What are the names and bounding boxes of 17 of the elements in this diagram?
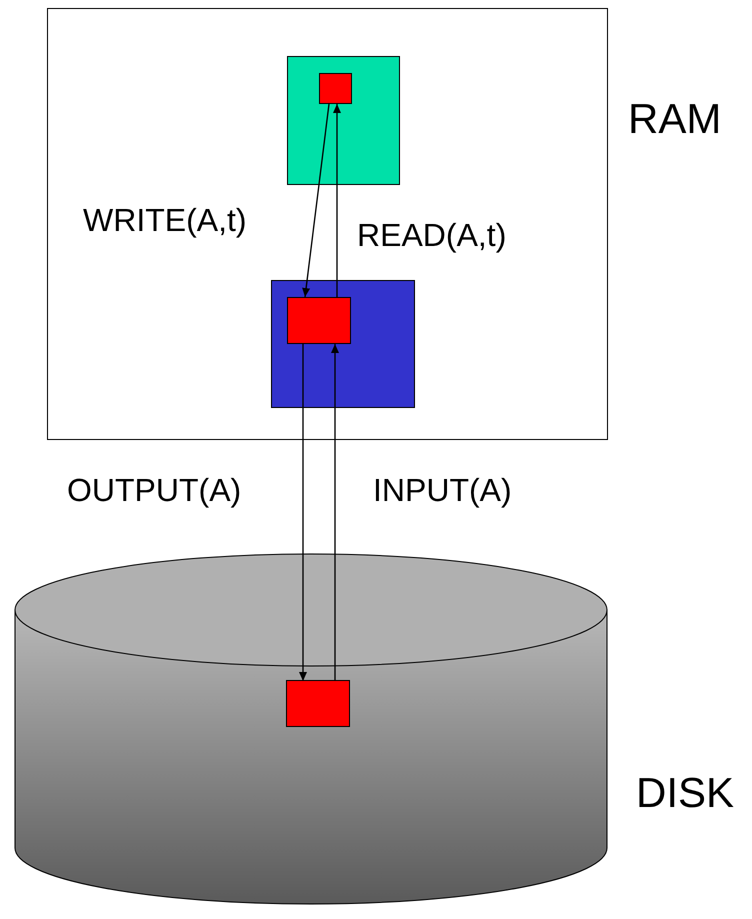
arrow (331, 344, 339, 681)
edge-label: WRITE(A,t) (83, 201, 247, 240)
edge-label: READ(A,t) (357, 216, 506, 255)
arrow (299, 344, 307, 681)
arrow (302, 104, 330, 298)
disk-cylinder (14, 553, 608, 905)
memory-label: DISK (636, 768, 734, 818)
page-box (287, 56, 400, 185)
data-block (319, 73, 352, 104)
data-block (286, 680, 350, 727)
edge-label: OUTPUT(A) (67, 471, 242, 510)
ram-frame (47, 8, 608, 440)
data-block (287, 297, 351, 344)
arrow (333, 104, 341, 297)
memory-label: RAM (628, 94, 722, 144)
edge-label: INPUT(A) (373, 471, 512, 510)
buffer-box (271, 280, 415, 408)
